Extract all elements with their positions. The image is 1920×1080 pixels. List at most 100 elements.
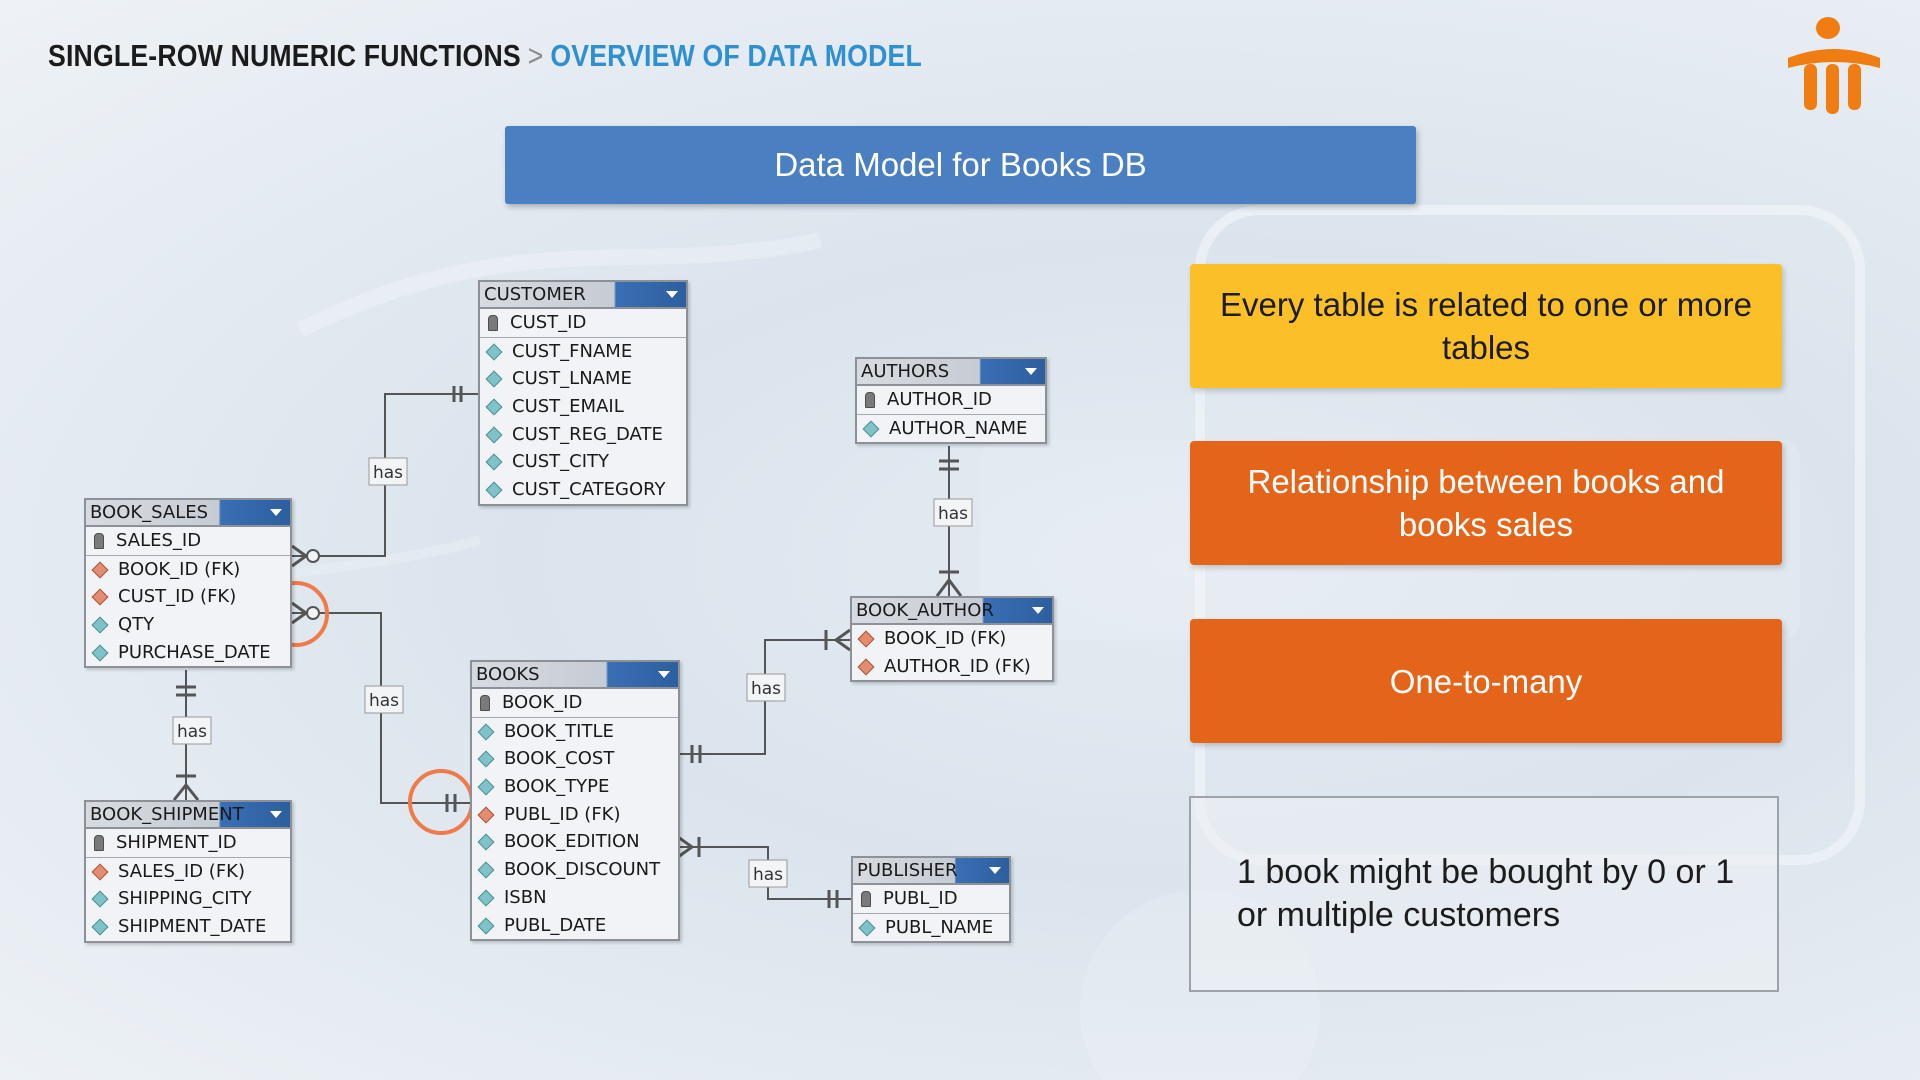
- attribute-icon: [477, 917, 495, 934]
- attribute-icon: [477, 723, 495, 741]
- table-name: BOOK_AUTHOR: [856, 600, 994, 621]
- table-column-row: CUST_REG_DATE: [480, 421, 686, 449]
- table-column-row: SALES_ID: [86, 527, 290, 556]
- breadcrumb-separator: >: [527, 38, 544, 73]
- column-label: SHIPMENT_DATE: [118, 916, 267, 938]
- table-column-row: BOOK_DISCOUNT: [472, 856, 678, 884]
- column-label: PUBL_DATE: [504, 914, 607, 936]
- table-column-row: BOOK_TITLE: [472, 718, 678, 746]
- brand-logo-icon: [1788, 17, 1880, 114]
- table-column-row: BOOK_ID: [472, 689, 678, 718]
- table-column-row: CUST_CITY: [480, 448, 686, 476]
- table-name: AUTHORS: [861, 361, 950, 382]
- table-column-row: CUST_EMAIL: [480, 393, 686, 421]
- table-header: BOOK_SALES: [86, 500, 290, 527]
- primary-key-icon: [865, 392, 875, 408]
- attribute-icon: [91, 918, 109, 936]
- column-label: PUBL_ID (FK): [504, 803, 621, 825]
- callout-one-to-many: One-to-many: [1190, 619, 1782, 743]
- table-column-row: SALES_ID (FK): [86, 858, 290, 886]
- dropdown-caret-icon: [666, 291, 678, 298]
- dropdown-caret-icon: [658, 671, 670, 678]
- attribute-icon: [477, 861, 495, 879]
- table-name: BOOKS: [476, 664, 540, 685]
- rel-label-has: has: [369, 691, 399, 711]
- attribute-icon: [91, 616, 109, 634]
- table-header: BOOK_SHIPMENT: [86, 802, 290, 829]
- column-label: BOOK_ID: [502, 692, 583, 713]
- table-column-row: AUTHOR_ID (FK): [852, 653, 1052, 681]
- column-label: PURCHASE_DATE: [118, 641, 271, 663]
- column-label: BOOK_ID (FK): [884, 628, 1007, 649]
- rel-label-box: [748, 859, 788, 888]
- rel-label-box: [364, 685, 404, 714]
- column-label: CUST_LNAME: [512, 368, 632, 390]
- dropdown-caret-icon: [1032, 607, 1044, 614]
- note-box: 1 book might be bought by 0 or 1 or mult…: [1189, 796, 1779, 992]
- column-label: SHIPPING_CITY: [118, 888, 252, 910]
- table-column-row: BOOK_EDITION: [472, 828, 678, 856]
- column-label: BOOK_ID (FK): [118, 558, 241, 580]
- table-column-row: PURCHASE_DATE: [86, 639, 290, 667]
- primary-key-icon: [488, 315, 498, 331]
- table-column-row: SHIPPING_CITY: [86, 885, 290, 913]
- foreign-key-icon: [857, 630, 875, 648]
- attribute-icon: [477, 750, 495, 768]
- foreign-key-icon: [91, 588, 109, 606]
- breadcrumb-current: OVERVIEW OF DATA MODEL: [550, 38, 922, 73]
- note-text: 1 book might be bought by 0 or 1 or mult…: [1237, 853, 1735, 934]
- column-label: AUTHOR_ID (FK): [884, 655, 1031, 677]
- attribute-icon: [485, 426, 503, 444]
- dropdown-caret-icon: [270, 509, 282, 516]
- callout-every-table-related: Every table is related to one or more ta…: [1190, 264, 1782, 388]
- table-column-row: CUST_ID: [480, 309, 686, 338]
- foreign-key-icon: [91, 863, 109, 881]
- rel-label-has: has: [753, 865, 783, 885]
- rel-label-box: [172, 716, 212, 745]
- dropdown-caret-icon: [270, 811, 282, 818]
- table-column-row: BOOK_TYPE: [472, 773, 678, 801]
- table-column-row: PUBL_DATE: [472, 912, 678, 940]
- rel-label-has: has: [751, 679, 781, 699]
- table-name: BOOK_SALES: [90, 502, 209, 523]
- callout-books-sales-relationship: Relationship between books and books sal…: [1190, 441, 1782, 565]
- table-name: PUBLISHER: [857, 860, 958, 881]
- column-label: CUST_REG_DATE: [512, 423, 663, 445]
- table-name: BOOK_SHIPMENT: [90, 804, 244, 825]
- table-column-row: BOOK_COST: [472, 745, 678, 773]
- rel-label-box: [368, 457, 408, 486]
- column-label: AUTHOR_NAME: [889, 417, 1028, 439]
- table-column-row: PUBL_ID (FK): [472, 801, 678, 829]
- diagram-title: Data Model for Books DB: [774, 146, 1147, 183]
- column-label: SHIPMENT_ID: [116, 832, 237, 853]
- attribute-icon: [485, 453, 503, 471]
- column-label: BOOK_COST: [504, 748, 615, 770]
- callout-text: Relationship between books and books sal…: [1247, 463, 1725, 543]
- primary-key-icon: [94, 533, 104, 549]
- column-label: CUST_EMAIL: [512, 396, 624, 418]
- column-label: PUBL_NAME: [885, 916, 994, 938]
- attribute-icon: [91, 644, 109, 662]
- rel-label-has: has: [938, 504, 968, 524]
- table-column-row: CUST_FNAME: [480, 338, 686, 366]
- table-column-row: SHIPMENT_ID: [86, 829, 290, 858]
- foreign-key-icon: [91, 561, 109, 579]
- attribute-icon: [862, 420, 880, 438]
- table-header: CUSTOMER: [480, 282, 686, 309]
- table-column-row: QTY: [86, 611, 290, 639]
- table-column-row: PUBL_ID: [853, 885, 1009, 914]
- table-name: CUSTOMER: [484, 284, 586, 305]
- column-label: ISBN: [504, 886, 547, 908]
- attribute-icon: [91, 890, 109, 908]
- column-label: CUST_FNAME: [512, 340, 633, 362]
- foreign-key-icon: [857, 658, 875, 676]
- table-book-author: BOOK_AUTHOR BOOK_ID (FK) AUTHOR_ID (FK): [850, 596, 1054, 683]
- table-column-row: AUTHOR_NAME: [857, 415, 1045, 443]
- foreign-key-icon: [477, 806, 495, 824]
